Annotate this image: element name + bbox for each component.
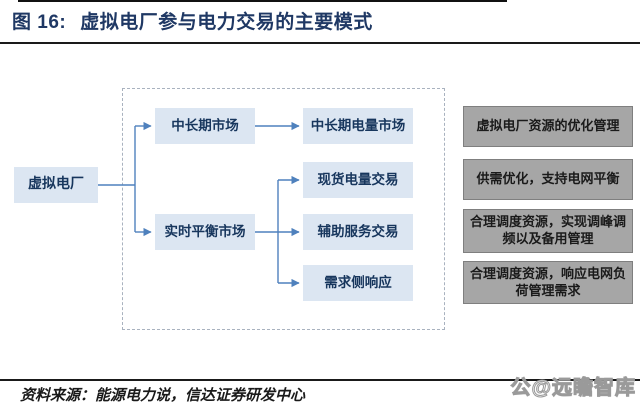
annotation-supply-demand-balance: 供需优化，支持电网平衡 — [463, 159, 633, 200]
node-medium-long-term-energy-market: 中长期电量市场 — [303, 108, 413, 144]
source-note: 资料来源：能源电力说，信达证券研发中心 — [20, 388, 306, 404]
watermark-text: @远瞻智库 — [531, 377, 636, 400]
figure-number: 图 16: — [12, 12, 67, 33]
top-rule — [18, 0, 507, 2]
footer-rule — [0, 379, 640, 381]
node-ancillary-service-trading: 辅助服务交易 — [303, 214, 413, 250]
annotation-resource-optimization: 虚拟电厂资源的优化管理 — [463, 106, 633, 147]
watermark-logo-icon: 公 — [510, 377, 532, 400]
market-group-frame — [122, 88, 445, 330]
node-virtual-power-plant: 虚拟电厂 — [14, 167, 98, 203]
title-underline — [0, 42, 640, 44]
figure-title: 图 16: 虚拟电厂参与电力交易的主要模式 — [12, 7, 632, 34]
watermark: 公@远瞻智库 — [510, 371, 636, 400]
annotation-peak-frequency-reserve: 合理调度资源，实现调峰调频以及备用管理 — [463, 209, 633, 253]
annotation-load-management: 合理调度资源，响应电网负荷管理需求 — [463, 261, 633, 304]
node-real-time-balancing-market: 实时平衡市场 — [155, 214, 255, 250]
figure-title-text: 虚拟电厂参与电力交易的主要模式 — [80, 12, 373, 33]
node-demand-side-response: 需求侧响应 — [303, 265, 413, 301]
node-spot-energy-trading: 现货电量交易 — [303, 162, 413, 198]
node-medium-long-term-market: 中长期市场 — [155, 108, 255, 144]
